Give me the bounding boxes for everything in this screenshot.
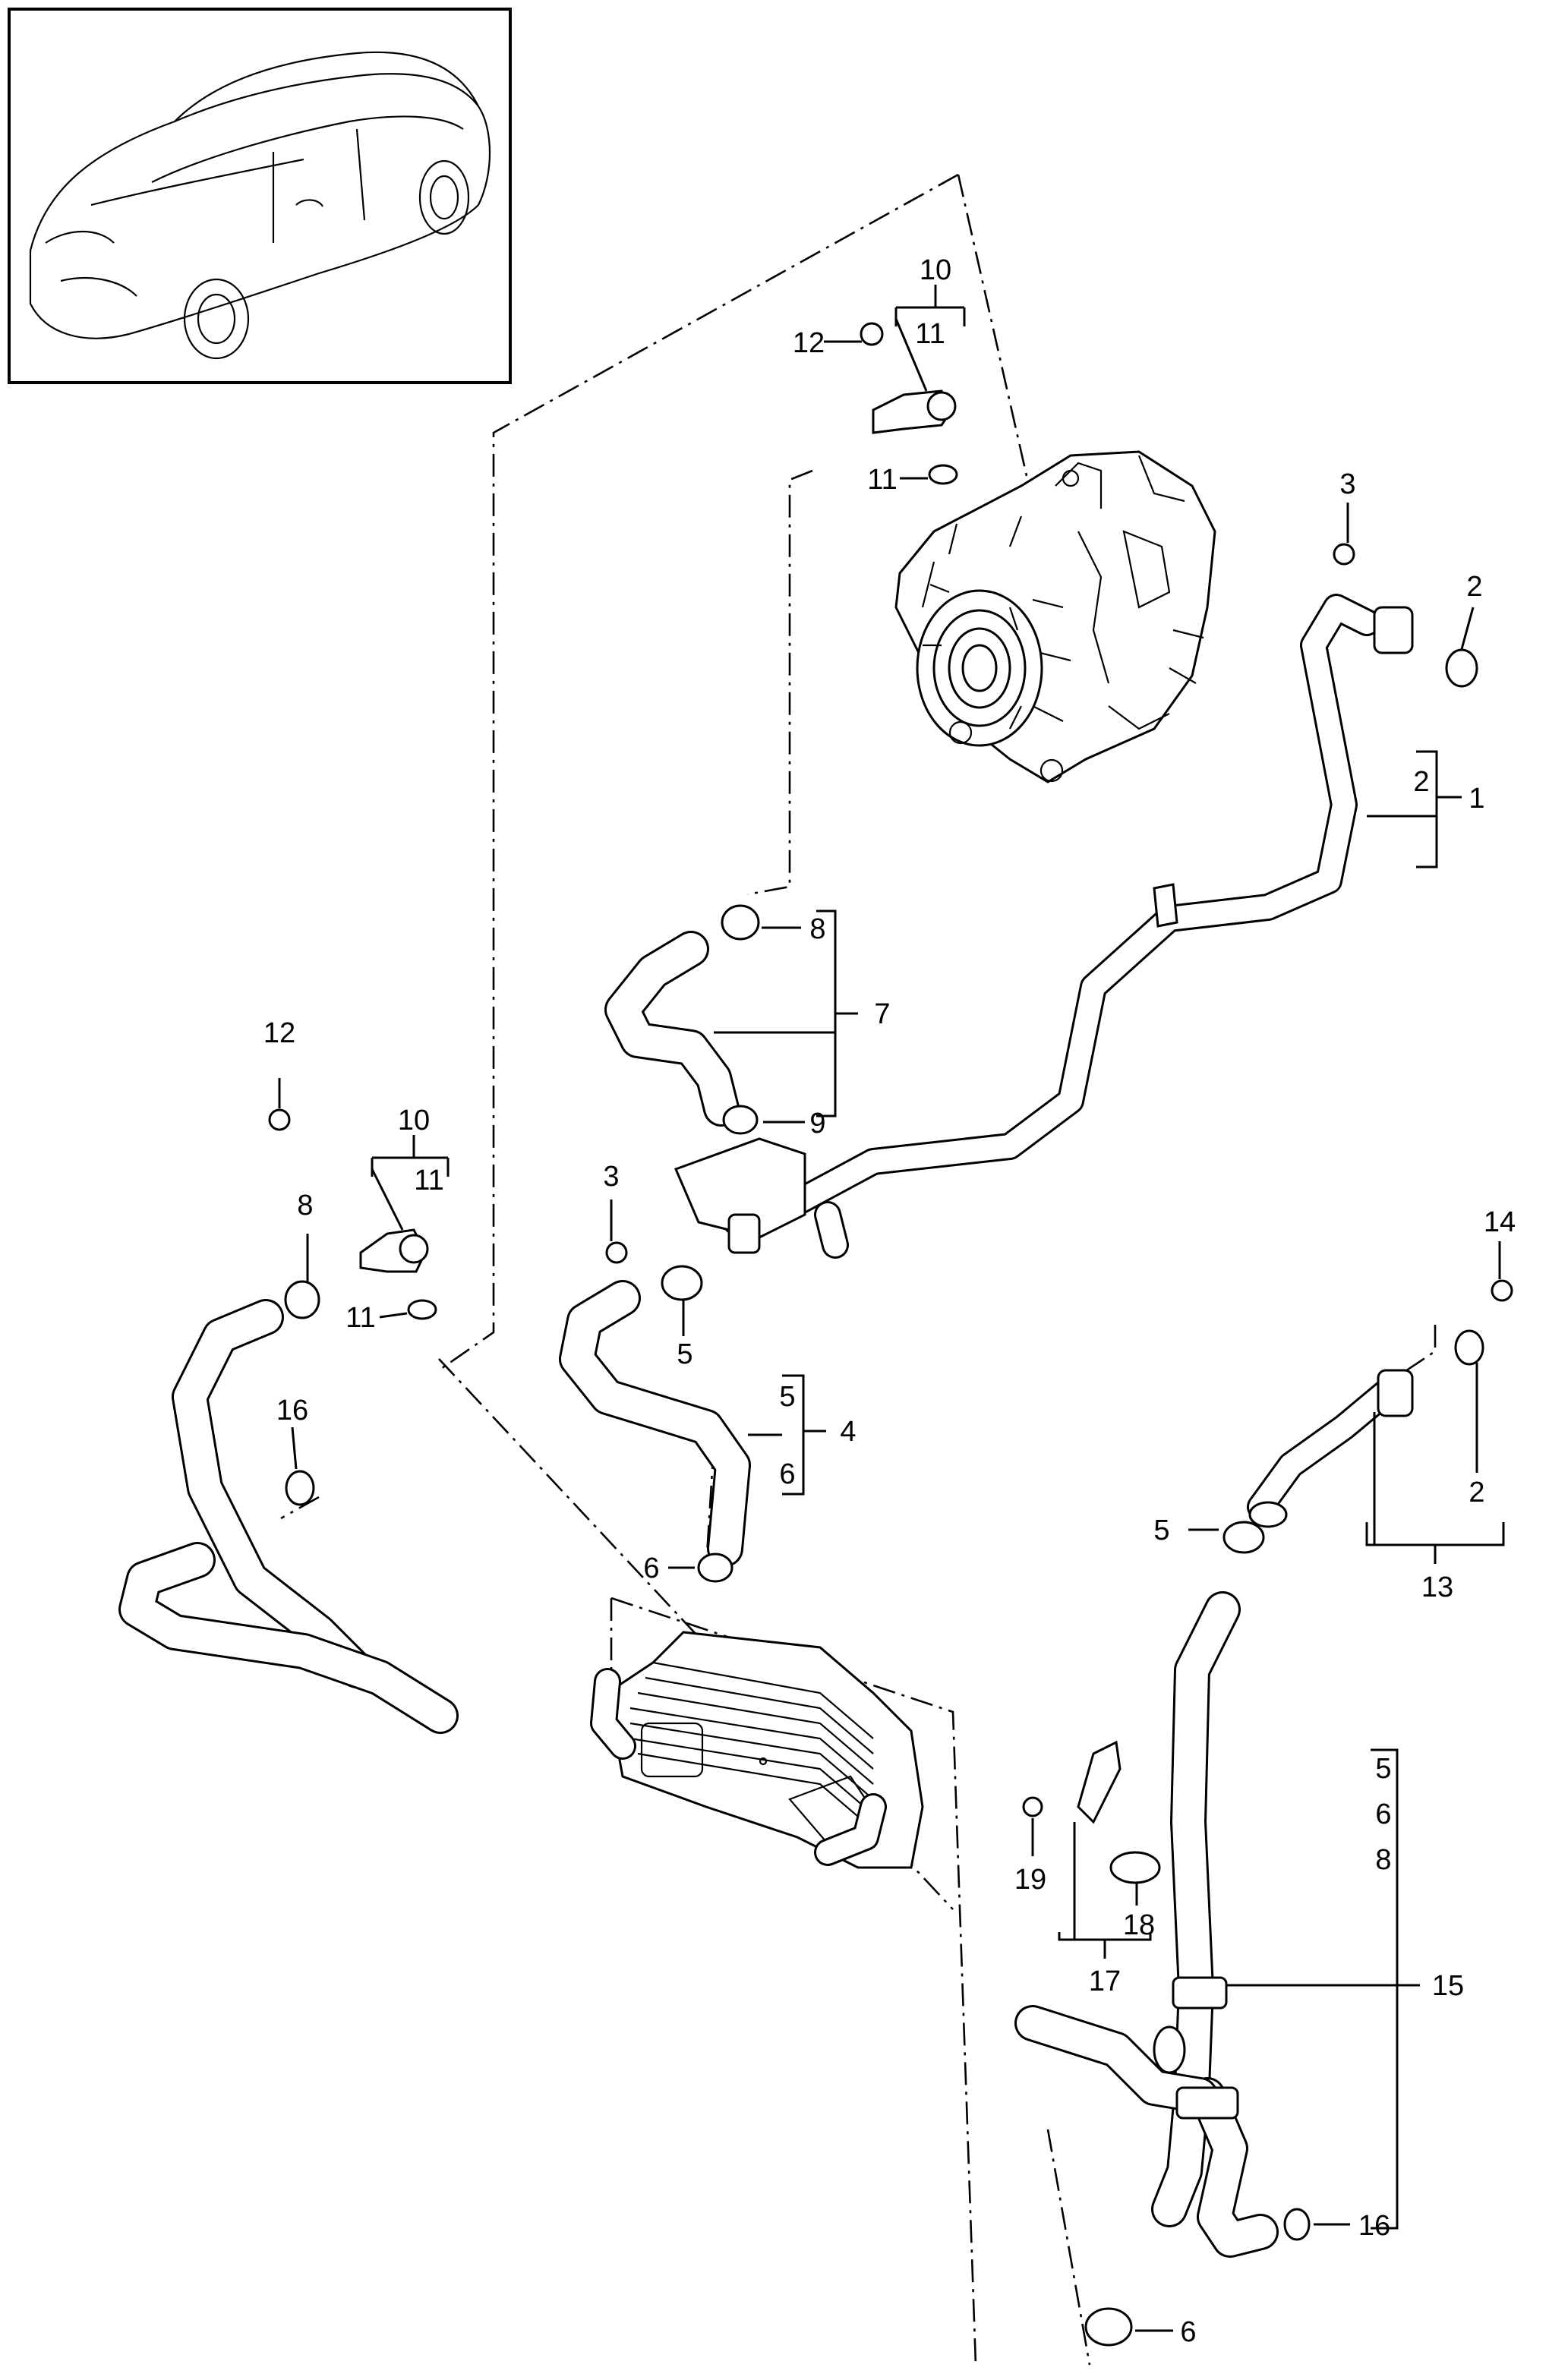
clamp-18 (1109, 1851, 1161, 1884)
callout-6-bracket-15: 6 (1375, 1798, 1391, 1830)
bolt-3-middle (605, 1241, 628, 1264)
leader-lines (278, 285, 1505, 2332)
assembly-lines (280, 173, 1437, 2366)
callout-6-bracket-4: 6 (779, 1458, 795, 1490)
callout-7: 7 (874, 998, 890, 1030)
left-hose (118, 1299, 459, 1734)
callout-2-lower: 2 (1469, 1477, 1484, 1508)
clamp-9 (722, 1105, 759, 1135)
callout-5-middle: 5 (677, 1338, 692, 1370)
clamp-6-bottom (1084, 2307, 1133, 2347)
clamp-5-middle (661, 1265, 703, 1301)
callout-9: 9 (809, 1108, 825, 1140)
callout-16-left: 16 (276, 1395, 308, 1426)
callout-12-upper: 12 (793, 327, 825, 359)
hose-7 (604, 931, 740, 1127)
callout-5-bracket-15: 5 (1375, 1753, 1391, 1785)
callout-labels: 10 11 12 11 3 2 2 1 8 7 9 12 10 11 8 11 … (263, 254, 1516, 2348)
bolt-3-upper (1333, 543, 1355, 566)
bolt-12-left (268, 1108, 291, 1131)
callout-11-left-ring: 11 (345, 1302, 375, 1334)
callout-2-bracket-1: 2 (1413, 766, 1429, 798)
coolant-pipe-1 (674, 594, 1414, 1259)
hose-15 (1014, 1591, 1279, 2258)
clamp-8-left (284, 1280, 320, 1319)
callout-12-left: 12 (263, 1017, 295, 1049)
callout-17: 17 (1089, 1965, 1121, 1997)
clamp-6-middle (697, 1553, 733, 1583)
callout-11-upper-ring: 11 (867, 464, 897, 496)
callout-3-middle: 3 (603, 1161, 619, 1193)
bolt-12-upper (860, 322, 884, 346)
callout-14: 14 (1484, 1206, 1516, 1238)
callout-5-right: 5 (1153, 1515, 1169, 1546)
callout-6-bottom: 6 (1180, 2316, 1196, 2348)
callout-18: 18 (1123, 1909, 1155, 1941)
callout-4: 4 (840, 1416, 856, 1448)
callout-3-upper: 3 (1339, 468, 1355, 500)
hose-4 (559, 1280, 751, 1567)
connector-10-upper (872, 389, 957, 434)
callout-8-bracket-15: 8 (1375, 1844, 1391, 1876)
vehicle-thumbnail (8, 8, 512, 384)
car-outline-icon (29, 51, 491, 360)
clamp-16-left (285, 1470, 315, 1506)
callout-10-left: 10 (398, 1105, 430, 1136)
o-ring-2-lower (1454, 1329, 1484, 1366)
oil-cooler (590, 1631, 924, 1869)
callout-11-left-bracket: 11 (414, 1165, 443, 1196)
callout-1: 1 (1469, 783, 1484, 815)
callout-19: 19 (1014, 1864, 1046, 1896)
callout-6-middle: 6 (643, 1553, 659, 1584)
callout-15: 15 (1432, 1970, 1464, 2002)
callout-8-left: 8 (297, 1190, 313, 1222)
clamp-16-right (1283, 2208, 1311, 2241)
o-ring-11-left (407, 1299, 437, 1320)
clamp-8-upper (721, 904, 760, 941)
callout-11-upper-bracket: 11 (915, 318, 945, 350)
callout-5-bracket-4: 5 (779, 1381, 795, 1413)
o-ring-2-upper (1445, 648, 1478, 688)
callout-13: 13 (1421, 1571, 1453, 1603)
coolant-pipe-13 (1247, 1369, 1414, 1528)
bolt-14 (1491, 1279, 1513, 1302)
callout-16-right: 16 (1358, 2210, 1390, 2242)
bolt-19 (1022, 1796, 1043, 1817)
connector-10-left (359, 1228, 429, 1273)
bracket-17 (1077, 1740, 1122, 1824)
o-ring-11-upper (928, 464, 958, 485)
clamp-5-right (1222, 1521, 1265, 1554)
alternator (894, 450, 1216, 783)
clamps-and-fasteners (268, 322, 1513, 2347)
callout-2-upper: 2 (1466, 571, 1482, 603)
callout-8-upper: 8 (809, 913, 825, 945)
callout-10-upper: 10 (920, 254, 951, 286)
